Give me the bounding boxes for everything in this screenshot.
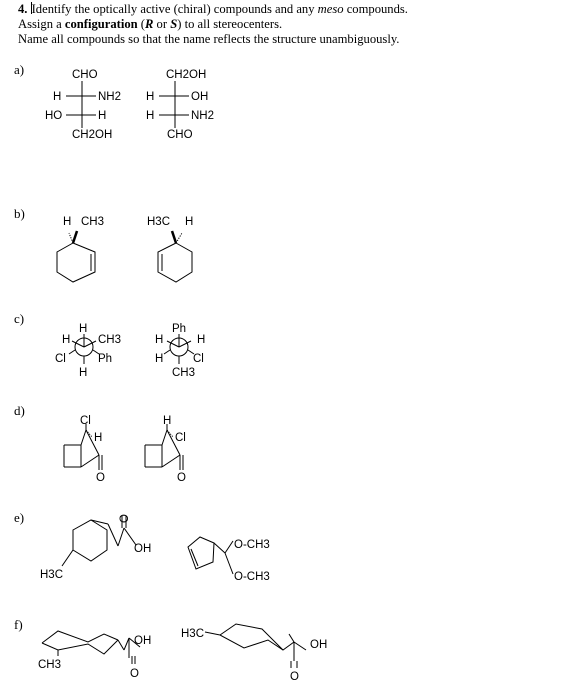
part-label-f: f)	[14, 617, 23, 632]
question-number: 4.	[18, 2, 28, 16]
chair-f-left	[41, 630, 141, 664]
newman-c-right	[163, 334, 195, 364]
a-right-top: CH2OH	[166, 69, 206, 81]
q2-text-end: to all stereocenters.	[181, 17, 283, 31]
d-right-o: O	[177, 472, 186, 484]
c-right-top: Ph	[172, 323, 186, 335]
a-left-r2-right: H	[98, 110, 106, 122]
d-left-x: Cl	[80, 415, 91, 427]
a-right-r2-right: NH2	[191, 110, 214, 122]
e-left-me: H3C	[40, 569, 63, 581]
d-right-x: H	[163, 415, 171, 427]
q2-s: S	[170, 17, 178, 31]
cyclohexane-e-left	[61, 516, 137, 567]
a-left-bottom: CH2OH	[72, 129, 112, 141]
q1-text: Identify the optically active (chiral) c…	[31, 2, 318, 16]
c-right-ul: H	[155, 334, 163, 346]
fischer-a-right	[159, 81, 189, 128]
c-left-top: H	[79, 323, 87, 335]
c-right-ll: H	[155, 353, 163, 365]
part-label-a: a)	[14, 62, 25, 77]
f-right-oh: OH	[310, 639, 327, 651]
cyclohexene-b-right	[157, 230, 193, 283]
q1-text-end: compounds.	[343, 2, 408, 16]
part-label-e: e)	[14, 510, 25, 525]
q2-paren-close: )	[177, 17, 182, 31]
f-left-oh: OH	[134, 635, 151, 647]
question-line-3: Name all compounds so that the name refl…	[18, 32, 400, 46]
a-left-top: CHO	[72, 69, 98, 81]
q2-paren: (	[137, 17, 145, 31]
d-right-cl: Cl	[175, 432, 186, 444]
b-left-me: CH3	[81, 216, 104, 228]
f-right-me: H3C	[181, 628, 204, 640]
q1-meso: meso	[317, 2, 344, 16]
part-label-d: d)	[14, 403, 25, 418]
question-line-2: Assign a configuration (R or S) to all s…	[18, 17, 568, 32]
c-left-ll: Cl	[55, 353, 66, 365]
a-left-r2-left: HO	[45, 110, 62, 122]
bicyclic-ketone-d-right	[144, 424, 184, 470]
c-right-bottom: CH3	[172, 367, 195, 379]
c-left-bottom: H	[79, 367, 87, 379]
cyclohexene-b-left	[56, 230, 96, 283]
e-right-ome1: O-CH3	[234, 539, 270, 551]
q2-or: or	[153, 17, 171, 31]
c-left-ur: CH3	[98, 334, 121, 346]
e-left-o: O	[119, 514, 131, 523]
d-left-h: H	[94, 432, 102, 444]
part-label-c: c)	[14, 311, 25, 326]
question-line-1: 4. Identify the optically active (chiral…	[18, 2, 568, 17]
c-left-lr: Ph	[98, 353, 112, 365]
cursor	[30, 2, 32, 14]
a-right-r1-left: H	[146, 91, 154, 103]
newman-c-left	[68, 334, 100, 364]
c-right-lr: Cl	[193, 353, 204, 365]
q2-text: Assign a	[18, 17, 65, 31]
b-right-me: H3C	[147, 216, 170, 228]
a-right-bottom: CHO	[167, 129, 193, 141]
a-left-r1-right: NH2	[98, 91, 121, 103]
b-right-h: H	[185, 216, 193, 228]
q2-r: R	[145, 17, 154, 31]
e-right-ome2: O-CH3	[234, 571, 270, 583]
question-text: 4. Identify the optically active (chiral…	[18, 2, 568, 47]
f-left-me: CH3	[38, 659, 61, 671]
e-left-oh: OH	[134, 543, 151, 555]
cyclopentene-e-right	[187, 536, 234, 575]
f-right-o: O	[290, 671, 299, 683]
fischer-a-left	[66, 81, 96, 128]
f-left-o: O	[130, 668, 139, 680]
q2-config: configuration	[64, 17, 138, 31]
a-right-r2-left: H	[146, 110, 154, 122]
bicyclic-ketone-d-left	[63, 424, 103, 470]
c-right-ur: H	[197, 334, 205, 346]
d-left-o: O	[96, 472, 105, 484]
c-left-ul: H	[62, 334, 70, 346]
a-right-r1-right: OH	[191, 91, 208, 103]
chair-f-right	[204, 623, 307, 668]
part-label-b: b)	[14, 206, 25, 221]
b-left-h: H	[63, 216, 71, 228]
a-left-r1-left: H	[53, 91, 61, 103]
